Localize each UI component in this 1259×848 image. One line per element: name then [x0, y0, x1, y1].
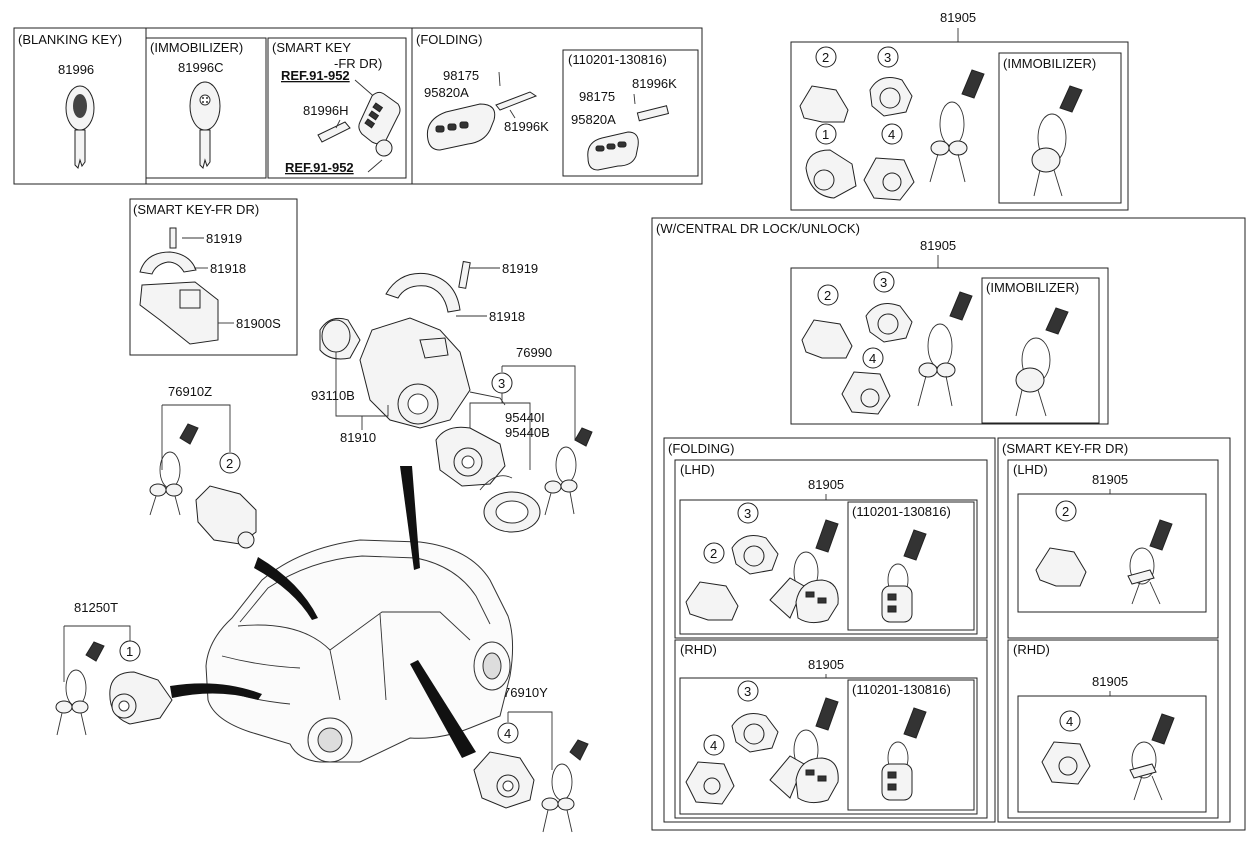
central-lock-parts: 2 3 4	[801, 271, 1069, 417]
blanking-key-icon	[65, 85, 95, 169]
callout-2-central: 2	[824, 288, 831, 303]
folding-panel-title: (FOLDING)	[668, 441, 734, 456]
part-81905-smart-rhd: 81905	[1092, 674, 1128, 689]
part-76910Y-label: 76910Y	[503, 685, 548, 700]
ref-91-952-top: REF.91-952	[281, 68, 350, 83]
smart-key-inner-panel	[997, 437, 1231, 823]
part-81996C-label: 81996C	[178, 60, 224, 75]
part-81996K-label: 81996K	[504, 119, 549, 134]
smart-key-lhd-parts: 2	[1035, 500, 1173, 605]
callout-3-top: 3	[884, 50, 891, 65]
callout-3-central: 3	[880, 275, 887, 290]
callout-3-76990: 3	[498, 376, 505, 391]
folding-key-icon	[426, 71, 538, 151]
callout-4-folding-rhd: 4	[710, 738, 717, 753]
callout-2-smart-lhd: 2	[1062, 504, 1069, 519]
part-76910Z-group: 2	[149, 404, 257, 549]
part-81905-folding-rhd: 81905	[808, 657, 844, 672]
central-lock-immobilizer-title: (IMMOBILIZER)	[986, 280, 1079, 295]
callout-4-top: 4	[888, 127, 895, 142]
part-93110B-label: 93110B	[311, 388, 355, 403]
folding-sub-key-icon	[587, 93, 670, 171]
part-81905-central-label: 81905	[920, 238, 956, 253]
arrow-to-tailgate	[254, 557, 318, 620]
callout-2-top: 2	[822, 50, 829, 65]
smart-key-fr-dr-assembly	[139, 227, 234, 345]
central-lock-title: (W/CENTRAL DR LOCK/UNLOCK)	[656, 221, 860, 236]
part-95440B-label: 95440B	[505, 425, 550, 440]
part-81918-label: 81918	[489, 309, 525, 324]
folding-lhd-title: (LHD)	[680, 462, 715, 477]
part-81250T-label: 81250T	[74, 600, 118, 615]
pointer-arrows	[170, 466, 476, 758]
part-95820A-label: 95820A	[424, 85, 469, 100]
folding-sub-title: (110201-130816)	[568, 52, 667, 67]
part-81905-smart-lhd: 81905	[1092, 472, 1128, 487]
smart-key-fr-dr-title: (SMART KEY-FR DR)	[133, 202, 259, 217]
smart-key-title-1: (SMART KEY	[272, 40, 351, 55]
part-81919-box-label: 81919	[206, 231, 242, 246]
smart-key-rhd-title: (RHD)	[1013, 642, 1050, 657]
immobilizer-key-icon	[189, 81, 221, 169]
part-95440I-label: 95440I	[505, 410, 545, 425]
part-81919-label: 81919	[502, 261, 538, 276]
ignition-switch-assembly	[319, 260, 506, 430]
folding-rhd-parts: 3 4	[685, 680, 927, 805]
car-illustration	[205, 539, 514, 763]
part-81910-label: 81910	[340, 430, 376, 445]
callout-4-76910Y: 4	[504, 726, 511, 741]
arrow-to-trunk	[170, 683, 262, 700]
part-76910Z-label: 76910Z	[168, 384, 212, 399]
blanking-key-title: (BLANKING KEY)	[18, 32, 122, 47]
folding-rhd-sub-title: (110201-130816)	[852, 682, 951, 697]
callout-3-folding-rhd: 3	[744, 684, 751, 699]
immobilizer-key-title: (IMMOBILIZER)	[150, 40, 243, 55]
right-top-parts: 2 3 1 4	[799, 46, 1083, 201]
smart-key-fr-dr-panel	[129, 198, 298, 356]
smart-key-lhd-title: (LHD)	[1013, 462, 1048, 477]
right-top-panel	[790, 41, 1129, 211]
part-81996K-sub-label: 81996K	[632, 76, 677, 91]
part-76910Y-group: 4	[473, 711, 589, 833]
part-81900S-box-label: 81900S	[236, 316, 281, 331]
smart-key-inner-title: (SMART KEY-FR DR)	[1002, 441, 1128, 456]
callout-3-folding-lhd: 3	[744, 506, 751, 521]
arrow-to-door	[410, 660, 476, 758]
arrow-to-ignition	[400, 466, 420, 570]
part-81918-box-label: 81918	[210, 261, 246, 276]
part-98175-label: 98175	[443, 68, 479, 83]
smart-key-fob-icon	[317, 91, 401, 157]
right-top-immobilizer-title: (IMMOBILIZER)	[1003, 56, 1096, 71]
folding-title: (FOLDING)	[416, 32, 482, 47]
part-95820A-sub-label: 95820A	[571, 112, 616, 127]
folding-rhd-title: (RHD)	[680, 642, 717, 657]
top-row-panel	[13, 27, 703, 185]
central-lock-panel	[651, 217, 1246, 831]
callout-4-smart-rhd: 4	[1066, 714, 1073, 729]
part-81996-label: 81996	[58, 62, 94, 77]
callout-1-81250T: 1	[126, 644, 133, 659]
smart-key-title-2: -FR DR)	[334, 56, 382, 71]
callout-4-central: 4	[869, 351, 876, 366]
part-81996H-label: 81996H	[303, 103, 349, 118]
folding-panel	[663, 437, 996, 823]
smart-key-rhd-parts: 4	[1041, 710, 1175, 801]
key-fob-76990	[544, 427, 593, 516]
callout-1-top: 1	[822, 127, 829, 142]
part-76990-label: 76990	[516, 345, 552, 360]
part-81250T-group: 1	[55, 625, 173, 736]
ref-91-952-bottom: REF.91-952	[285, 160, 354, 175]
part-81905-folding-lhd: 81905	[808, 477, 844, 492]
part-81905-top-label: 81905	[940, 10, 976, 25]
part-98175-sub-label: 98175	[579, 89, 615, 104]
folding-lhd-parts: 3 2	[685, 502, 927, 624]
part-76990-group: 3	[435, 365, 576, 533]
folding-lhd-sub-title: (110201-130816)	[852, 504, 951, 519]
callout-2-folding-lhd: 2	[710, 546, 717, 561]
callout-2-76910Z: 2	[226, 456, 233, 471]
